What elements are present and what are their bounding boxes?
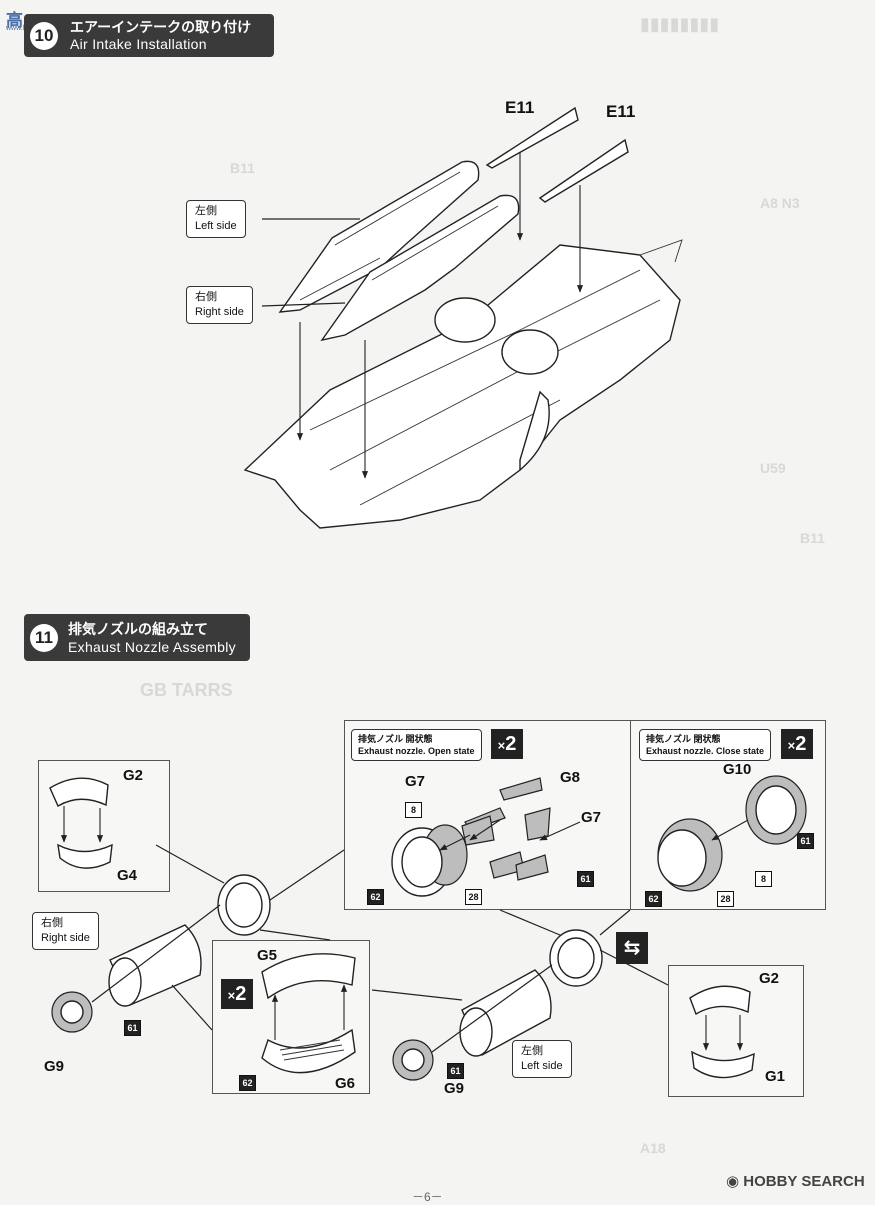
part-e11-left: E11 xyxy=(505,98,535,117)
petal-2 xyxy=(524,807,551,841)
half-g1-shape xyxy=(691,1050,755,1079)
part-g9-right: G9 xyxy=(44,1058,65,1075)
step-10-title-jp: エアーインテークの取り付け xyxy=(70,19,252,35)
intake-duct-left xyxy=(434,297,496,343)
step-10-header: 10 エアーインテークの取り付け Air Intake Installation xyxy=(24,14,274,57)
callout-left-nozzle-jp: 左側 xyxy=(521,1045,543,1057)
color-code-61: 61 xyxy=(797,833,814,849)
part-e11-right: E11 xyxy=(606,102,636,121)
callout-right-side-nozzle: 右側 Right side xyxy=(32,912,99,950)
step-11-title-en: Exhaust Nozzle Assembly xyxy=(68,639,236,655)
open-state-label-jp: 排気ノズル 開状態 xyxy=(358,734,433,744)
intake-left-part xyxy=(278,160,480,313)
color-code-61: 61 xyxy=(577,871,594,887)
close-state-label-en: Exhaust nozzle. Close state xyxy=(646,746,765,756)
callout-right-jp: 右側 xyxy=(195,291,217,303)
step-11-number: 11 xyxy=(30,624,58,652)
step-11-title-jp: 排気ノズルの組み立て xyxy=(68,621,208,637)
part-g9-left: G9 xyxy=(444,1080,465,1097)
part-g10: G10 xyxy=(723,761,752,778)
petal-1 xyxy=(461,815,495,846)
callout-right-nozzle-en: Right side xyxy=(41,932,90,944)
color-code-8: 8 xyxy=(405,802,422,818)
part-g1: G1 xyxy=(765,1068,786,1085)
part-g2-left: G2 xyxy=(759,970,780,987)
e11-panel-left xyxy=(485,106,579,169)
callout-left-jp: 左側 xyxy=(195,205,217,217)
half-g2-right-shape xyxy=(49,777,109,808)
open-state-label: 排気ノズル 開状態 Exhaust nozzle. Open state xyxy=(351,729,482,761)
part-g7-top: G7 xyxy=(405,773,426,790)
callout-left-side: 左側 Left side xyxy=(186,200,246,238)
open-state-multiplier: ×2 xyxy=(491,729,523,759)
color-code-28: 28 xyxy=(717,891,734,907)
close-state-label: 排気ノズル 閉状態 Exhaust nozzle. Close state xyxy=(639,729,772,761)
intake-duct-right xyxy=(501,329,559,375)
color-code-61-left: 61 xyxy=(447,1063,464,1079)
background-bleed-text: ▮▮▮▮▮▮▮▮ xyxy=(640,14,720,34)
close-state-label-jp: 排気ノズル 閉状態 xyxy=(646,734,721,744)
color-code-62: 62 xyxy=(239,1075,256,1091)
step-11-header: 11 排気ノズルの組み立て Exhaust Nozzle Assembly xyxy=(24,614,250,661)
background-bleed-text: B11 xyxy=(230,160,255,176)
part-g5: G5 xyxy=(257,947,278,964)
intake-right-part xyxy=(320,194,520,342)
middle-multiplier: ×2 xyxy=(221,979,253,1009)
right-side-halves-panel: G2 G4 xyxy=(38,760,170,892)
half-g4-shape xyxy=(57,843,113,869)
petal-g8 xyxy=(499,777,543,801)
callout-right-side: 右側 Right side xyxy=(186,286,253,324)
part-g2-right: G2 xyxy=(123,767,144,784)
callout-left-nozzle-en: Left side xyxy=(521,1060,563,1072)
color-code-28: 28 xyxy=(465,889,482,905)
background-bleed-text: A8 N3 xyxy=(760,195,800,211)
open-state-label-en: Exhaust nozzle. Open state xyxy=(358,746,475,756)
background-bleed-text: GB TARRS xyxy=(140,680,233,700)
background-bleed-text: U59 xyxy=(760,460,786,476)
callout-left-side-nozzle: 左側 Left side xyxy=(512,1040,572,1078)
intake-assembly-drawing xyxy=(243,106,683,529)
watermark-hobbysearch: ◉ HOBBY SEARCH xyxy=(726,1173,865,1190)
color-code-62: 62 xyxy=(645,891,662,907)
half-g2-left-shape xyxy=(689,985,751,1016)
callout-right-nozzle-jp: 右側 xyxy=(41,917,63,929)
part-g4: G4 xyxy=(117,867,138,884)
part-g6: G6 xyxy=(335,1075,356,1092)
background-bleed-text: A18 xyxy=(640,1140,666,1156)
color-code-61-right: 61 xyxy=(124,1020,141,1036)
close-state-multiplier: ×2 xyxy=(781,729,813,759)
step-10-title-en: Air Intake Installation xyxy=(70,36,207,52)
watermark-logo: 高 xyxy=(6,6,23,31)
swap-arrows-icon: ⇆ xyxy=(616,932,648,964)
page-number: －6－ xyxy=(412,1190,443,1204)
part-g8: G8 xyxy=(560,769,581,786)
background-bleed-text: B11 xyxy=(800,530,825,546)
step-10-number: 10 xyxy=(30,22,58,50)
hobbysearch-logo-icon: ◉ xyxy=(726,1173,744,1190)
e11-panel-right xyxy=(538,138,629,203)
petal-4 xyxy=(515,854,549,881)
part-g7-right: G7 xyxy=(581,809,602,826)
watermark-char: 高 xyxy=(6,11,23,30)
callout-left-en: Left side xyxy=(195,220,237,232)
color-code-62: 62 xyxy=(367,889,384,905)
color-code-8: 8 xyxy=(755,871,772,887)
half-g6-shape xyxy=(261,1028,356,1074)
callout-right-en: Right side xyxy=(195,306,244,318)
ventral-fin xyxy=(519,390,550,472)
half-g5-shape xyxy=(261,953,356,1000)
